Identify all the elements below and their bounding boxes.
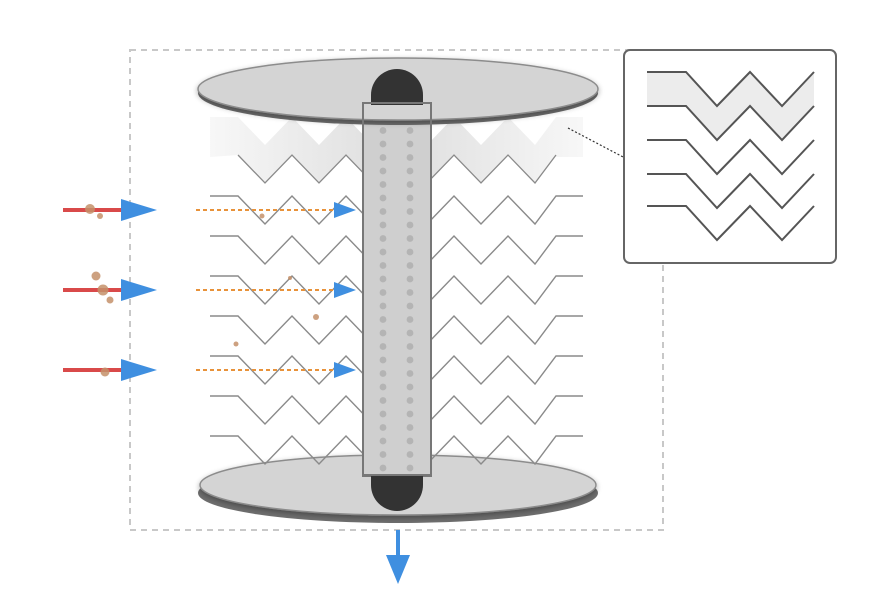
perforation-dot	[406, 289, 414, 296]
inset-highlight-band	[647, 72, 814, 140]
core-upper-section	[362, 102, 432, 476]
perforation-dot	[379, 383, 387, 391]
perforation-dot	[406, 397, 414, 404]
perforation-dot	[406, 316, 414, 323]
perforation-dot	[406, 221, 414, 229]
perforation-dot	[379, 167, 387, 175]
perforation-dot	[379, 329, 387, 337]
perforation-dot	[379, 194, 387, 202]
perforation-dot	[406, 140, 414, 148]
perforation-dot	[406, 329, 414, 337]
particle	[91, 271, 101, 281]
particle	[313, 314, 319, 320]
perforated-core	[362, 102, 432, 477]
bottom-seal-cap	[371, 475, 423, 511]
perforation-dot	[379, 464, 387, 472]
perforation-dot	[379, 235, 387, 242]
perforation-dot	[379, 140, 387, 148]
arrow-right-icon	[334, 202, 356, 218]
perforation-dot	[379, 275, 387, 283]
particle	[288, 276, 292, 280]
perforation-dot	[406, 208, 414, 215]
arrow-right-icon	[334, 282, 356, 298]
perforation-dot	[406, 356, 414, 364]
perforation-dot	[406, 424, 414, 431]
perforation-dot	[379, 316, 387, 323]
particle	[259, 213, 265, 219]
inset-pleat-layer	[647, 104, 815, 142]
perforation-dot	[406, 235, 414, 242]
inset-pleat-layer	[647, 172, 815, 210]
inset-pleat-layer	[647, 138, 815, 176]
perforation-dot	[406, 383, 414, 391]
arrow-down-icon	[386, 555, 410, 584]
outlet-flow-arrow	[386, 530, 410, 584]
perforation-dot	[379, 181, 387, 188]
perforation-dot	[379, 437, 387, 445]
perforation-dot	[379, 289, 387, 296]
perforation-dot	[379, 248, 387, 256]
perforation-dot	[406, 181, 414, 188]
pleat-detail-inset	[623, 49, 837, 264]
contaminant-particles	[85, 204, 319, 377]
perforation-dot	[406, 262, 414, 269]
perforation-dot	[379, 154, 387, 161]
arrow-right-icon	[121, 279, 157, 301]
perforation-dot	[379, 343, 387, 350]
arrow-right-icon	[334, 362, 356, 378]
perforation-dot	[406, 154, 414, 161]
perforation-dot	[406, 464, 414, 472]
perforation-dot	[379, 451, 387, 458]
perforation-dot	[406, 127, 414, 134]
perforation-dot	[406, 451, 414, 458]
perforation-dot	[406, 370, 414, 377]
perforation-dot	[379, 262, 387, 269]
perforation-dot	[379, 127, 387, 134]
particle	[106, 296, 114, 304]
perforation-dot	[379, 208, 387, 215]
perforation-dot	[379, 424, 387, 431]
top-seal-cap	[371, 69, 423, 105]
perforation-dot	[379, 356, 387, 364]
particle	[85, 204, 95, 214]
perforation-dot	[406, 437, 414, 445]
detail-leader-line	[567, 127, 626, 159]
perforation-dot	[406, 167, 414, 175]
perforation-dot	[379, 370, 387, 377]
arrow-right-icon	[121, 359, 157, 381]
perforation-dot	[406, 194, 414, 202]
perforation-dot	[379, 302, 387, 310]
particle	[97, 213, 103, 219]
perforation-dot	[406, 248, 414, 256]
particle	[233, 341, 239, 347]
perforation-dot	[406, 275, 414, 283]
particle	[97, 284, 109, 296]
perforation-dot	[379, 221, 387, 229]
inset-pleat-layers	[647, 70, 815, 242]
inset-pleat-layer	[647, 70, 815, 108]
perforation-dot	[406, 410, 414, 418]
inset-pleat-layer	[647, 204, 815, 242]
arrow-right-icon	[121, 199, 157, 221]
perforation-dot	[379, 410, 387, 418]
core-perforations	[379, 113, 414, 472]
perforation-dot	[406, 302, 414, 310]
perforation-dot	[379, 397, 387, 404]
perforation-dot	[406, 343, 414, 350]
particle	[100, 367, 110, 377]
